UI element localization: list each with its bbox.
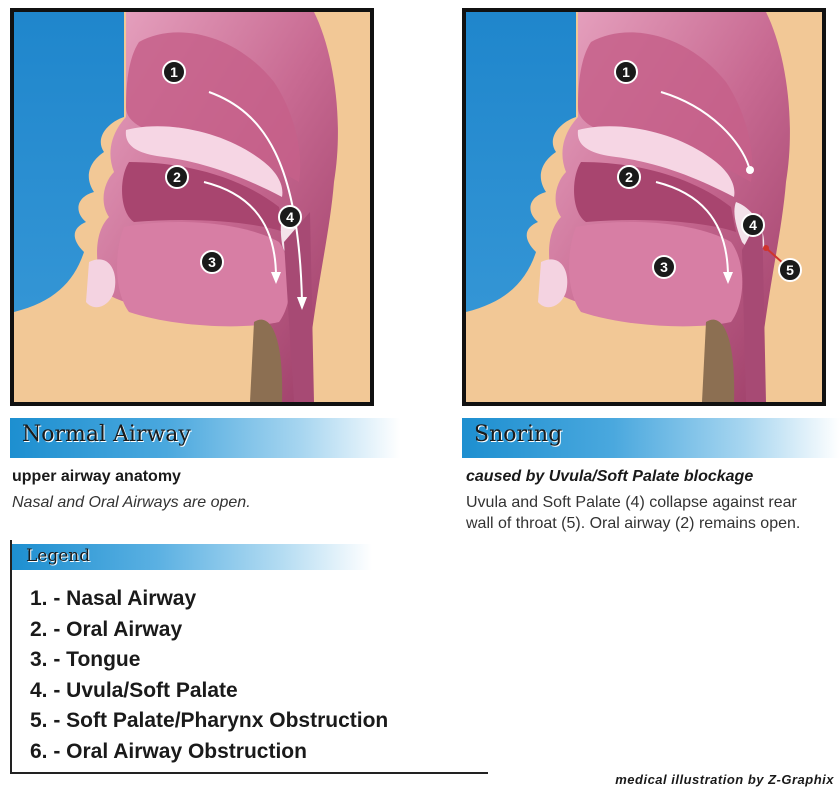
- normal-airway-illustration: 1 2 3 4: [10, 8, 374, 406]
- legend: Legend 1. - Nasal Airway 2. - Oral Airwa…: [10, 540, 488, 774]
- legend-item: 4. - Uvula/Soft Palate: [30, 676, 388, 707]
- normal-airway-description: Nasal and Oral Airways are open.: [12, 492, 251, 513]
- legend-title-band: Legend: [12, 544, 372, 570]
- normal-airway-svg: 1 2 3 4: [14, 12, 370, 402]
- legend-title: Legend: [26, 546, 90, 566]
- svg-text:4: 4: [749, 217, 757, 233]
- normal-airway-title: Normal Airway: [22, 422, 191, 447]
- svg-text:2: 2: [173, 169, 181, 185]
- marker-2: 2: [618, 166, 640, 188]
- snoring-description: Uvula and Soft Palate (4) collapse again…: [466, 492, 826, 534]
- legend-item: 1. - Nasal Airway: [30, 584, 388, 615]
- legend-item: 5. - Soft Palate/Pharynx Obstruction: [30, 706, 388, 737]
- legend-item: 6. - Oral Airway Obstruction: [30, 737, 388, 768]
- legend-item: 3. - Tongue: [30, 645, 388, 676]
- snoring-airway-illustration: 1 2 3 4 5: [462, 8, 826, 406]
- marker-1: 1: [615, 61, 637, 83]
- snoring-title: Snoring: [474, 422, 562, 447]
- marker-3: 3: [653, 256, 675, 278]
- illustration-credit: medical illustration by Z-Graphix: [615, 772, 834, 787]
- snoring-title-band: Snoring: [462, 418, 840, 458]
- normal-airway-subtitle: upper airway anatomy: [12, 468, 181, 486]
- marker-2: 2: [166, 166, 188, 188]
- snoring-subtitle: caused by Uvula/Soft Palate blockage: [466, 468, 753, 486]
- svg-text:1: 1: [170, 64, 178, 80]
- marker-3: 3: [201, 251, 223, 273]
- marker-5: 5: [779, 259, 801, 281]
- svg-text:4: 4: [286, 209, 294, 225]
- snoring-airway-svg: 1 2 3 4 5: [466, 12, 822, 402]
- marker-4: 4: [742, 214, 764, 236]
- svg-text:2: 2: [625, 169, 633, 185]
- legend-item: 2. - Oral Airway: [30, 615, 388, 646]
- svg-text:3: 3: [660, 259, 668, 275]
- normal-airway-title-band: Normal Airway: [10, 418, 400, 458]
- marker-4: 4: [279, 206, 301, 228]
- svg-text:1: 1: [622, 64, 630, 80]
- marker-1: 1: [163, 61, 185, 83]
- legend-list: 1. - Nasal Airway 2. - Oral Airway 3. - …: [30, 584, 388, 767]
- svg-text:3: 3: [208, 254, 216, 270]
- svg-text:5: 5: [786, 262, 794, 278]
